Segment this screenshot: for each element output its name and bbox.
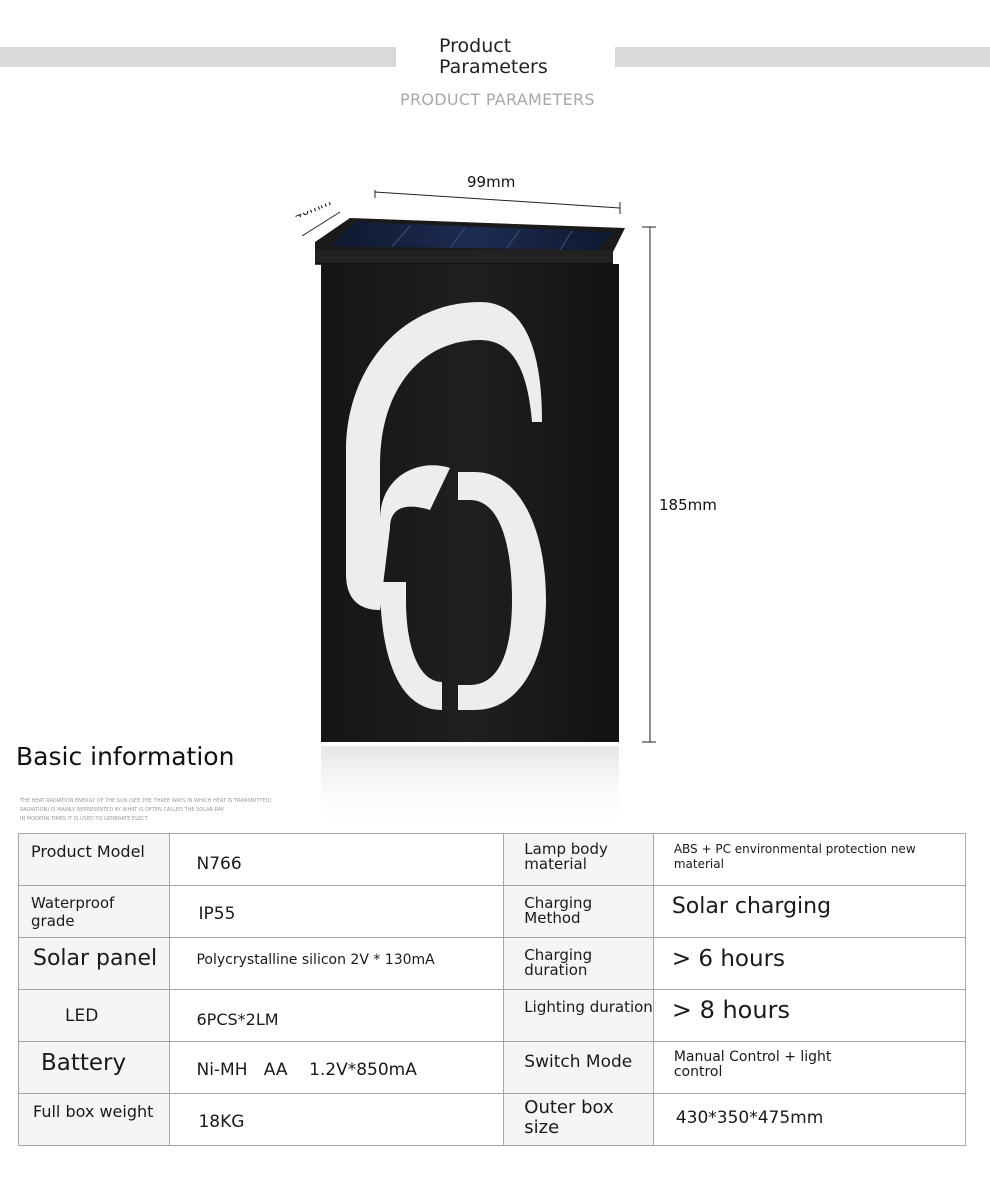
spec-value: 6PCS*2LM	[169, 989, 505, 1042]
basic-info-title: Basic information	[16, 742, 235, 771]
spec-label: Charging Method	[503, 885, 654, 938]
table-row: Solar panel Polycrystalline silicon 2V *…	[17, 937, 967, 990]
page-title: Product Parameters	[439, 35, 548, 78]
table-row: Waterproof grade IP55 Charging Method So…	[17, 885, 967, 938]
spec-value: N766	[169, 833, 505, 886]
spec-label: Lighting duration	[503, 989, 654, 1042]
spec-label: Charging duration	[503, 937, 654, 990]
spec-value: Manual Control + light control	[652, 1041, 967, 1094]
fine-print-line: RADIATION) IS MAINLY REPRESENTED BY WHAT…	[20, 807, 225, 813]
spec-value: Solar charging	[652, 885, 967, 938]
spec-label: Waterproof grade	[17, 885, 171, 938]
table-row: LED 6PCS*2LM Lighting duration > 8 hours	[17, 989, 967, 1042]
fine-print-line: IN MODERN TIMES IT IS USED TO GENERATE E…	[20, 816, 148, 822]
spec-value: > 6 hours	[652, 937, 967, 990]
spec-value: 430*350*475mm	[652, 1093, 967, 1146]
depth-dimension-line	[301, 211, 341, 237]
table-row: Product Model N766 Lamp body material AB…	[17, 833, 967, 886]
spec-value: 18KG	[169, 1093, 505, 1146]
spec-value: Ni-MH AA 1.2V*850mA	[169, 1041, 505, 1094]
spec-label: Product Model	[17, 833, 171, 886]
spec-label: Outer box size	[503, 1093, 654, 1146]
spec-label: Lamp body material	[503, 833, 654, 886]
product-illustration	[301, 190, 656, 830]
spec-label: LED	[17, 989, 171, 1042]
house-number-6	[346, 302, 546, 710]
width-label: 99mm	[467, 173, 516, 191]
header-bar-right	[615, 47, 990, 67]
spec-label: Solar panel	[17, 937, 171, 990]
spec-value: ABS + PC environmental protection new ma…	[652, 833, 967, 886]
header-bar-left	[0, 47, 396, 67]
spec-label: Full box weight	[17, 1093, 171, 1146]
product-reflection	[321, 746, 619, 830]
spec-value: > 8 hours	[652, 989, 967, 1042]
height-label: 185mm	[659, 496, 717, 514]
table-row: Full box weight 18KG Outer box size 430*…	[17, 1093, 967, 1146]
spec-value: IP55	[169, 885, 505, 938]
table-row: Battery Ni-MH AA 1.2V*850mA Switch Mode …	[17, 1041, 967, 1094]
page-subtitle: PRODUCT PARAMETERS	[400, 90, 595, 109]
fine-print: THE HEAT RADIATION ENERGY OF THE SUN (SE…	[20, 797, 310, 824]
width-dimension-line	[374, 191, 621, 209]
spec-label: Switch Mode	[503, 1041, 654, 1094]
spec-table: Product Model N766 Lamp body material AB…	[17, 833, 967, 1146]
spec-value: Polycrystalline silicon 2V * 130mA	[169, 937, 505, 990]
solar-panel	[332, 222, 613, 250]
spec-label: Battery	[17, 1041, 171, 1094]
fine-print-line: THE HEAT RADIATION ENERGY OF THE SUN (SE…	[20, 798, 272, 804]
